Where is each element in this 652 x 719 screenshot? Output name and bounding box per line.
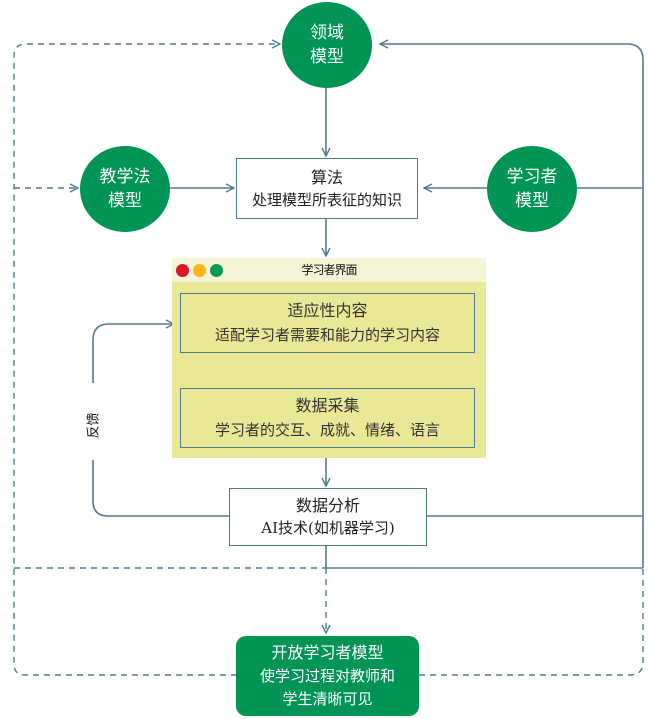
pedagogy-model-node[interactable]: 教学法 模型 xyxy=(80,146,170,232)
algorithm-box[interactable]: 算法 处理模型所表征的知识 xyxy=(236,158,418,219)
learner-model-node[interactable]: 学习者 模型 xyxy=(487,146,577,232)
adaptive-content-subtitle: 适配学习者需要和能力的学习内容 xyxy=(214,326,440,344)
learner-model-line2: 模型 xyxy=(515,191,549,211)
data-collection-box[interactable]: 数据采集 学习者的交互、成就、情绪、语言 xyxy=(180,388,475,448)
data-analysis-subtitle: AI技术(如机器学习) xyxy=(261,519,395,537)
algorithm-title: 算法 xyxy=(310,167,343,187)
data-collection-subtitle: 学习者的交互、成就、情绪、语言 xyxy=(214,421,440,439)
window-minimize-dot[interactable] xyxy=(193,264,206,277)
data-analysis-box[interactable]: 数据分析 AI技术(如机器学习) xyxy=(229,488,427,546)
open-learner-model-title: 开放学习者模型 xyxy=(271,643,384,662)
data-collection-title: 数据采集 xyxy=(295,396,360,415)
window-maximize-dot[interactable] xyxy=(210,264,223,277)
edge-dashed-outer-loop xyxy=(13,44,280,676)
panel-title: 学习者界面 xyxy=(301,263,357,277)
pedagogy-model-line1: 教学法 xyxy=(99,167,151,187)
feedback-text: 反馈 xyxy=(86,411,102,439)
open-learner-model-line2: 使学习过程对教师和 xyxy=(259,667,395,685)
feedback-label: 反馈 xyxy=(82,405,102,445)
pedagogy-model-line2: 模型 xyxy=(108,191,142,211)
edge-feedback-upper xyxy=(92,324,174,383)
domain-model-line1: 领域 xyxy=(310,23,344,43)
open-learner-model-box[interactable]: 开放学习者模型 使学习过程对教师和 学生清晰可见 xyxy=(236,636,419,716)
panel-title-bar: 学习者界面 xyxy=(172,258,486,282)
domain-model-node[interactable]: 领域 模型 xyxy=(282,2,372,88)
domain-model-line2: 模型 xyxy=(310,47,344,67)
edge-feedback-lower xyxy=(92,460,229,517)
edge-dashed-outer-right xyxy=(419,568,644,676)
edge-right-loop-to-domain xyxy=(380,44,644,568)
learner-model-line1: 学习者 xyxy=(506,167,558,187)
algorithm-subtitle: 处理模型所表征的知识 xyxy=(251,190,402,209)
window-close-dot[interactable] xyxy=(176,264,189,277)
adaptive-content-title: 适应性内容 xyxy=(287,301,368,320)
adaptive-content-box[interactable]: 适应性内容 适配学习者需要和能力的学习内容 xyxy=(180,293,475,353)
data-analysis-title: 数据分析 xyxy=(295,496,360,515)
open-learner-model-line3: 学生清晰可见 xyxy=(282,690,373,708)
